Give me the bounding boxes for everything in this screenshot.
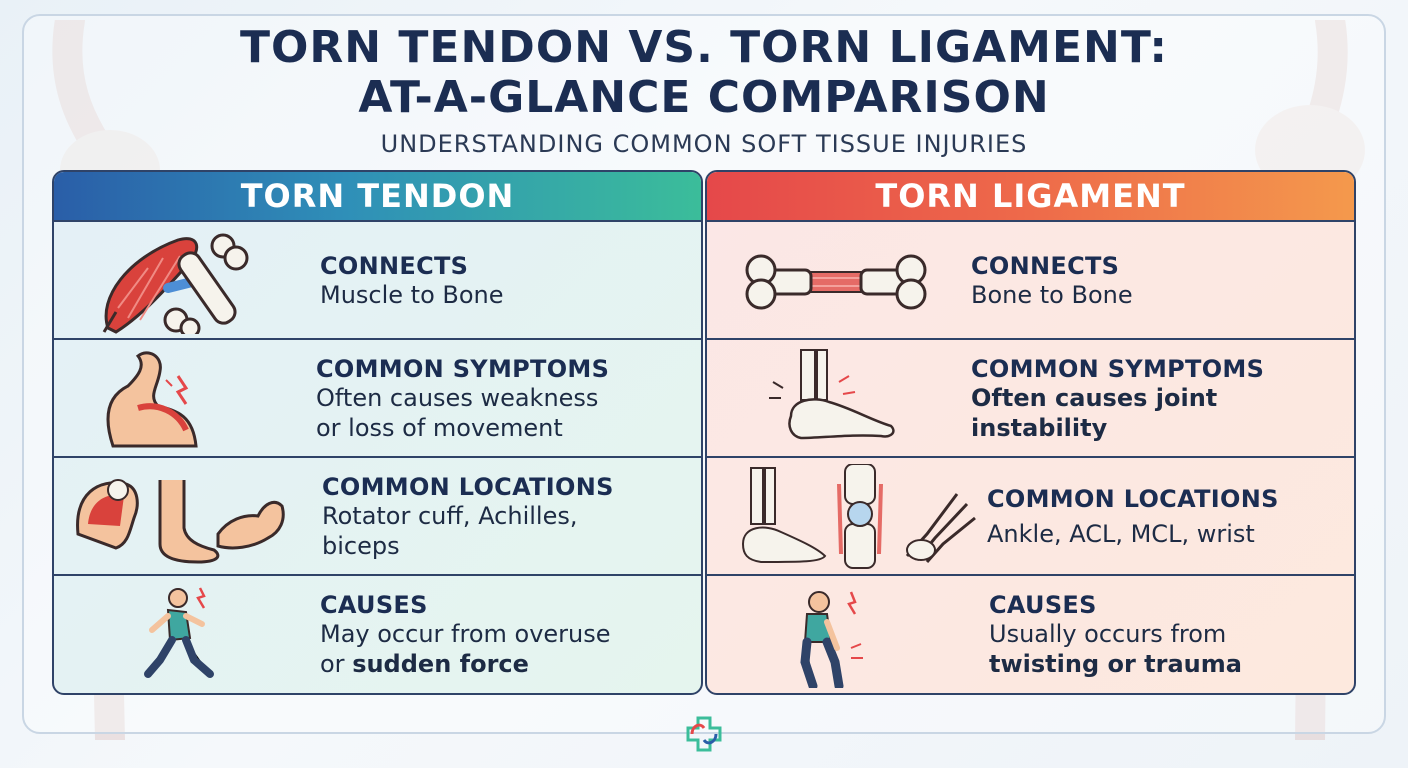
- tendon-causes-line1: May occur from overuse: [320, 620, 611, 648]
- tendon-causes-line2: or sudden force: [320, 649, 611, 679]
- ligament-symptoms-line1: Often causes joint: [971, 383, 1264, 413]
- tendon-symptoms-line2: or loss of movement: [316, 414, 563, 442]
- tendon-panel-header: TORN TENDON: [54, 172, 701, 222]
- running-person-icon: [68, 582, 308, 688]
- medical-cross-logo-icon: [686, 716, 722, 752]
- ligament-connects-label: CONNECTS: [971, 252, 1120, 280]
- page-title-line1: TORN TENDON VS. TORN LIGAMENT:: [239, 22, 1169, 73]
- ligament-symptoms-line2-text: instability: [971, 414, 1108, 442]
- ligament-row-causes: CAUSES Usually occurs from twisting or t…: [707, 576, 1354, 693]
- tendon-causes-label: CAUSES: [320, 591, 428, 619]
- tendon-connects-label: CONNECTS: [320, 252, 469, 280]
- ligament-causes-line1: Usually occurs from: [989, 620, 1227, 648]
- muscle-bone-icon: [68, 228, 308, 339]
- ligament-symptoms-line1-text: Often causes joint: [971, 384, 1218, 412]
- tendon-locations-line2: biceps: [322, 532, 400, 560]
- page-subtitle: UNDERSTANDING COMMON SOFT TISSUE INJURIE…: [380, 130, 1028, 158]
- tendon-symptoms-line1: Often causes weakness: [316, 384, 599, 412]
- ligament-connects-value: Bone to Bone: [971, 281, 1133, 309]
- ligament-row-connects: CONNECTS Bone to Bone: [707, 222, 1354, 340]
- ligament-panel: TORN LIGAMENT CONNECTS Bone to Bone: [705, 170, 1356, 695]
- ligament-causes-label: CAUSES: [989, 591, 1097, 619]
- flexed-arm-pain-icon: [68, 346, 308, 452]
- tendon-locations-line1: Rotator cuff, Achilles,: [322, 502, 578, 530]
- tendon-row-symptoms: COMMON SYMPTOMS Often causes weakness or…: [54, 340, 701, 458]
- tendon-causes-line2-prefix: or: [320, 650, 353, 678]
- tendon-connects-value: Muscle to Bone: [320, 281, 504, 309]
- ligament-causes-line2-text: twisting or trauma: [989, 650, 1242, 678]
- ligament-row-symptoms: COMMON SYMPTOMS Often causes joint insta…: [707, 340, 1354, 458]
- tendon-row-causes: CAUSES May occur from overuse or sudden …: [54, 576, 701, 693]
- ankle-pain-icon: [721, 346, 961, 452]
- tendon-symptoms-label: COMMON SYMPTOMS: [316, 355, 610, 383]
- page-title-line2: AT-A-GLANCE COMPARISON: [358, 72, 1050, 123]
- ankle-knee-wrist-icon: [721, 463, 976, 570]
- ligament-symptoms-label: COMMON SYMPTOMS: [971, 355, 1265, 383]
- tendon-row-locations: COMMON LOCATIONS Rotator cuff, Achilles,…: [54, 458, 701, 576]
- tendon-locations-label: COMMON LOCATIONS: [322, 473, 614, 501]
- tendon-causes-line2-bold: sudden force: [352, 650, 529, 678]
- shoulder-foot-arm-icon: [68, 464, 308, 570]
- ligament-panel-header: TORN LIGAMENT: [707, 172, 1354, 222]
- ligament-symptoms-line2: instability: [971, 413, 1264, 443]
- ligament-causes-line2: twisting or trauma: [989, 649, 1242, 679]
- knee-injury-person-icon: [721, 582, 961, 691]
- bone-ligament-icon: [721, 228, 961, 334]
- ligament-locations-label: COMMON LOCATIONS: [987, 485, 1279, 513]
- ligament-locations-value: Ankle, ACL, MCL, wrist: [987, 520, 1255, 548]
- tendon-panel: TORN TENDON CONNECTS Muscle to Bone: [52, 170, 703, 695]
- tendon-row-connects: CONNECTS Muscle to Bone: [54, 222, 701, 340]
- ligament-row-locations: COMMON LOCATIONS Ankle, ACL, MCL, wrist: [707, 458, 1354, 576]
